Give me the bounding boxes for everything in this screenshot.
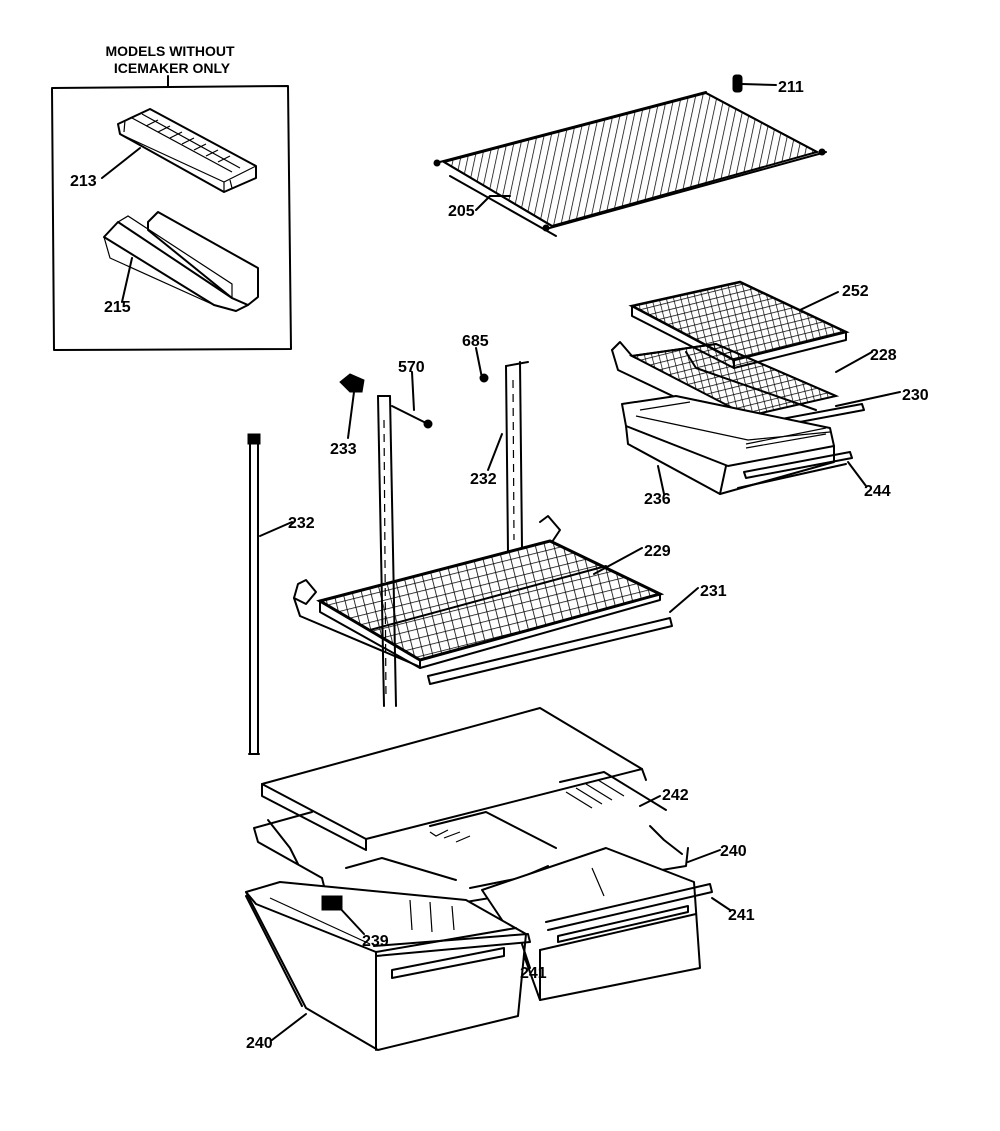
- inset-title-line1: MODELS WITHOUT: [105, 43, 235, 59]
- inset-box: MODELS WITHOUT ICEMAKER ONLY: [51, 43, 292, 351]
- callout-252: 252: [842, 283, 869, 300]
- callout-241-left: 241: [520, 965, 547, 982]
- crisper-pan-left: [245, 881, 531, 1051]
- callout-205: 205: [448, 203, 475, 220]
- callout-236: 236: [644, 491, 671, 508]
- callout-685: 685: [462, 333, 489, 350]
- main-shelf-part: [293, 515, 673, 685]
- callout-228: 228: [870, 347, 897, 364]
- callout-240-left: 240: [246, 1035, 273, 1052]
- crisper-pan-right: [481, 847, 713, 1001]
- callout-labels: 211 205 213 215 252 228 230 236 244 685 …: [70, 79, 929, 1052]
- callout-230: 230: [902, 387, 929, 404]
- callout-213: 213: [70, 173, 97, 190]
- callout-244: 244: [864, 483, 891, 500]
- wire-shelf-part: [433, 91, 827, 237]
- shelf-clip-part: [732, 74, 777, 93]
- callout-242: 242: [662, 787, 689, 804]
- callout-233: 233: [330, 441, 357, 458]
- callout-240-right: 240: [720, 843, 747, 860]
- callout-211: 211: [778, 79, 804, 96]
- callout-570: 570: [398, 359, 425, 376]
- callout-231: 231: [700, 583, 727, 600]
- callout-239: 239: [362, 933, 389, 950]
- callout-232-right: 232: [470, 471, 497, 488]
- callout-215: 215: [104, 299, 131, 316]
- leader-lines: [101, 147, 901, 1041]
- inset-title-line2: ICEMAKER ONLY: [114, 60, 231, 76]
- shelf-uprights: [247, 361, 529, 755]
- crisper-cover-part: [261, 707, 647, 851]
- ice-tray-part: [117, 108, 257, 193]
- pan-divider-part: [321, 895, 365, 935]
- right-shelf-assembly: [611, 280, 865, 495]
- callout-241-right: 241: [728, 907, 755, 924]
- callout-232-left: 232: [288, 515, 315, 532]
- callout-229: 229: [644, 543, 671, 560]
- storage-bin-part: [103, 211, 259, 312]
